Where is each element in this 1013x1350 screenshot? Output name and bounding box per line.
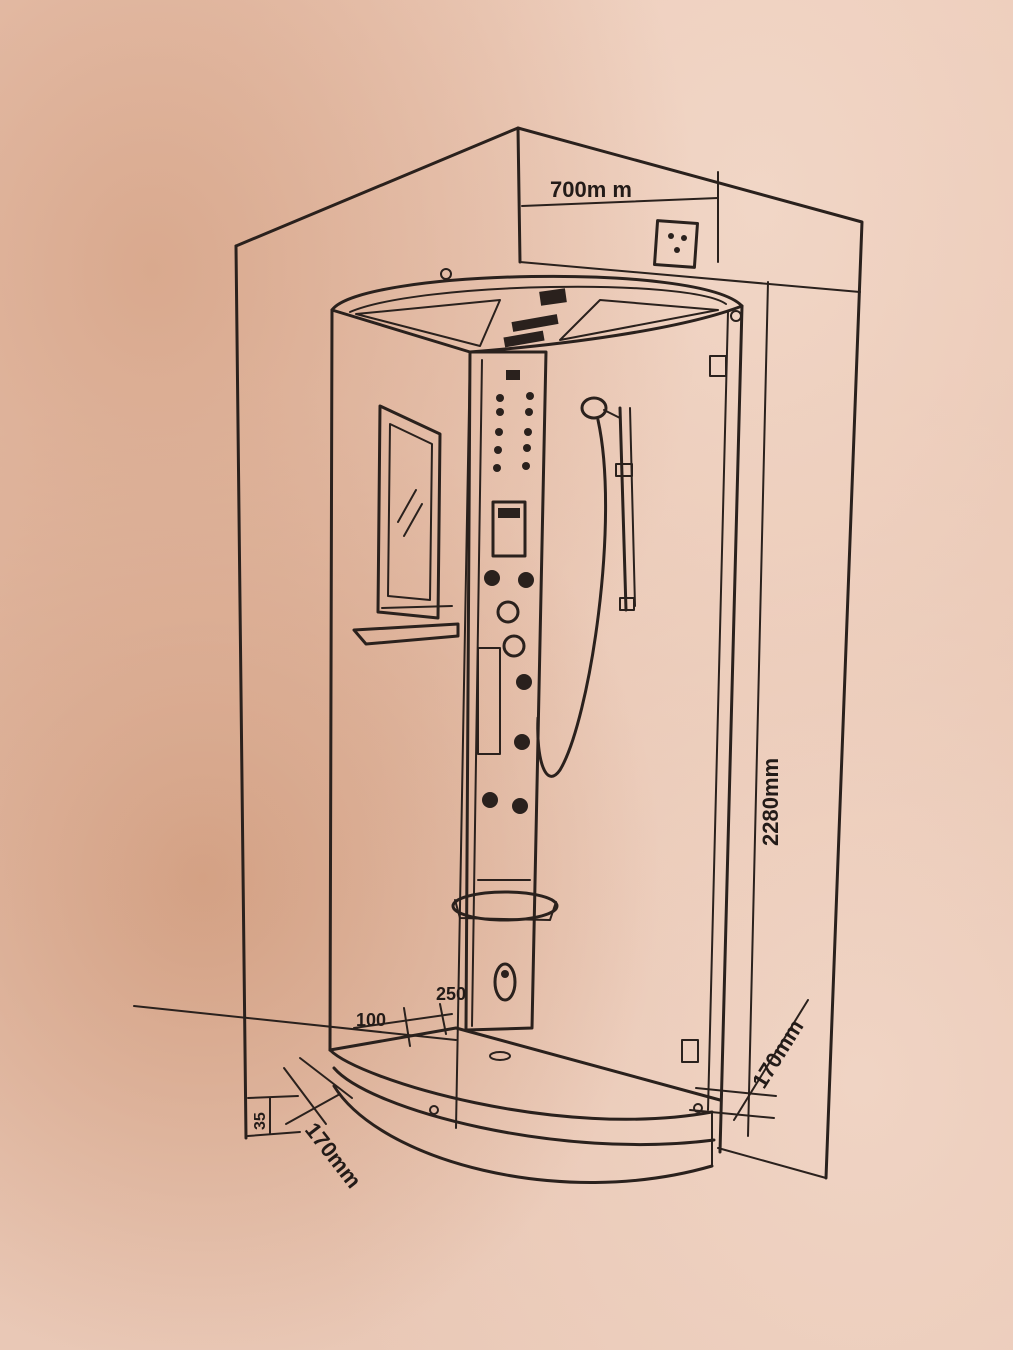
- cabin-right-glass: [718, 304, 744, 1154]
- wall-left-edge: [234, 244, 248, 1140]
- mirror-shelf: [352, 622, 460, 646]
- tray-rim-top: [328, 1048, 714, 1121]
- shower-head: [580, 396, 608, 420]
- wall-corner-edge: [516, 126, 522, 264]
- reference-line: [133, 1005, 457, 1041]
- control-panel-screen: [491, 500, 527, 558]
- shower-hose: [536, 418, 608, 778]
- height-label: 2280mm: [758, 758, 783, 846]
- base-height-label: 35: [252, 1112, 269, 1130]
- width-label: 700m m: [550, 177, 632, 202]
- right-hinge-top: [709, 355, 727, 377]
- width-dim-line: [521, 197, 719, 207]
- canopy-top-arc: [330, 274, 744, 312]
- right-depth-label: 170mm: [747, 1015, 808, 1093]
- control-knob-upper: [496, 600, 520, 624]
- shower-column: [451, 350, 559, 1032]
- offset-a-label: 100: [356, 1010, 386, 1030]
- left-depth-label: 170mm: [300, 1118, 366, 1193]
- left-depth-tick-a: [283, 1067, 327, 1125]
- wall-right-ledge: [519, 261, 861, 293]
- tray-front: [332, 1084, 714, 1184]
- width-dimension: 700m m: [521, 171, 719, 263]
- shower-tray: [328, 1026, 722, 1184]
- offset-b-label: 250: [436, 984, 466, 1004]
- drain: [489, 1051, 511, 1061]
- cabin-canopy: [330, 268, 744, 354]
- height-dim-line: [747, 281, 769, 1137]
- height-dimension: 2280mm: [747, 281, 783, 1137]
- foot-massager: [493, 962, 517, 1002]
- mirror: [352, 404, 460, 646]
- wall-top-edge: [234, 126, 864, 1180]
- right-hinge-bottom: [681, 1039, 699, 1063]
- cabin-left-glass: [328, 308, 334, 1052]
- wall-socket: [653, 219, 699, 269]
- wall-outline: [234, 126, 864, 1180]
- cabin-body: [328, 304, 744, 1154]
- wall-bottom-right: [717, 1147, 827, 1179]
- control-knob-lower: [502, 634, 526, 658]
- corner-shelf: [451, 890, 559, 922]
- canopy-front: [330, 304, 744, 354]
- hand-shower: [536, 396, 636, 778]
